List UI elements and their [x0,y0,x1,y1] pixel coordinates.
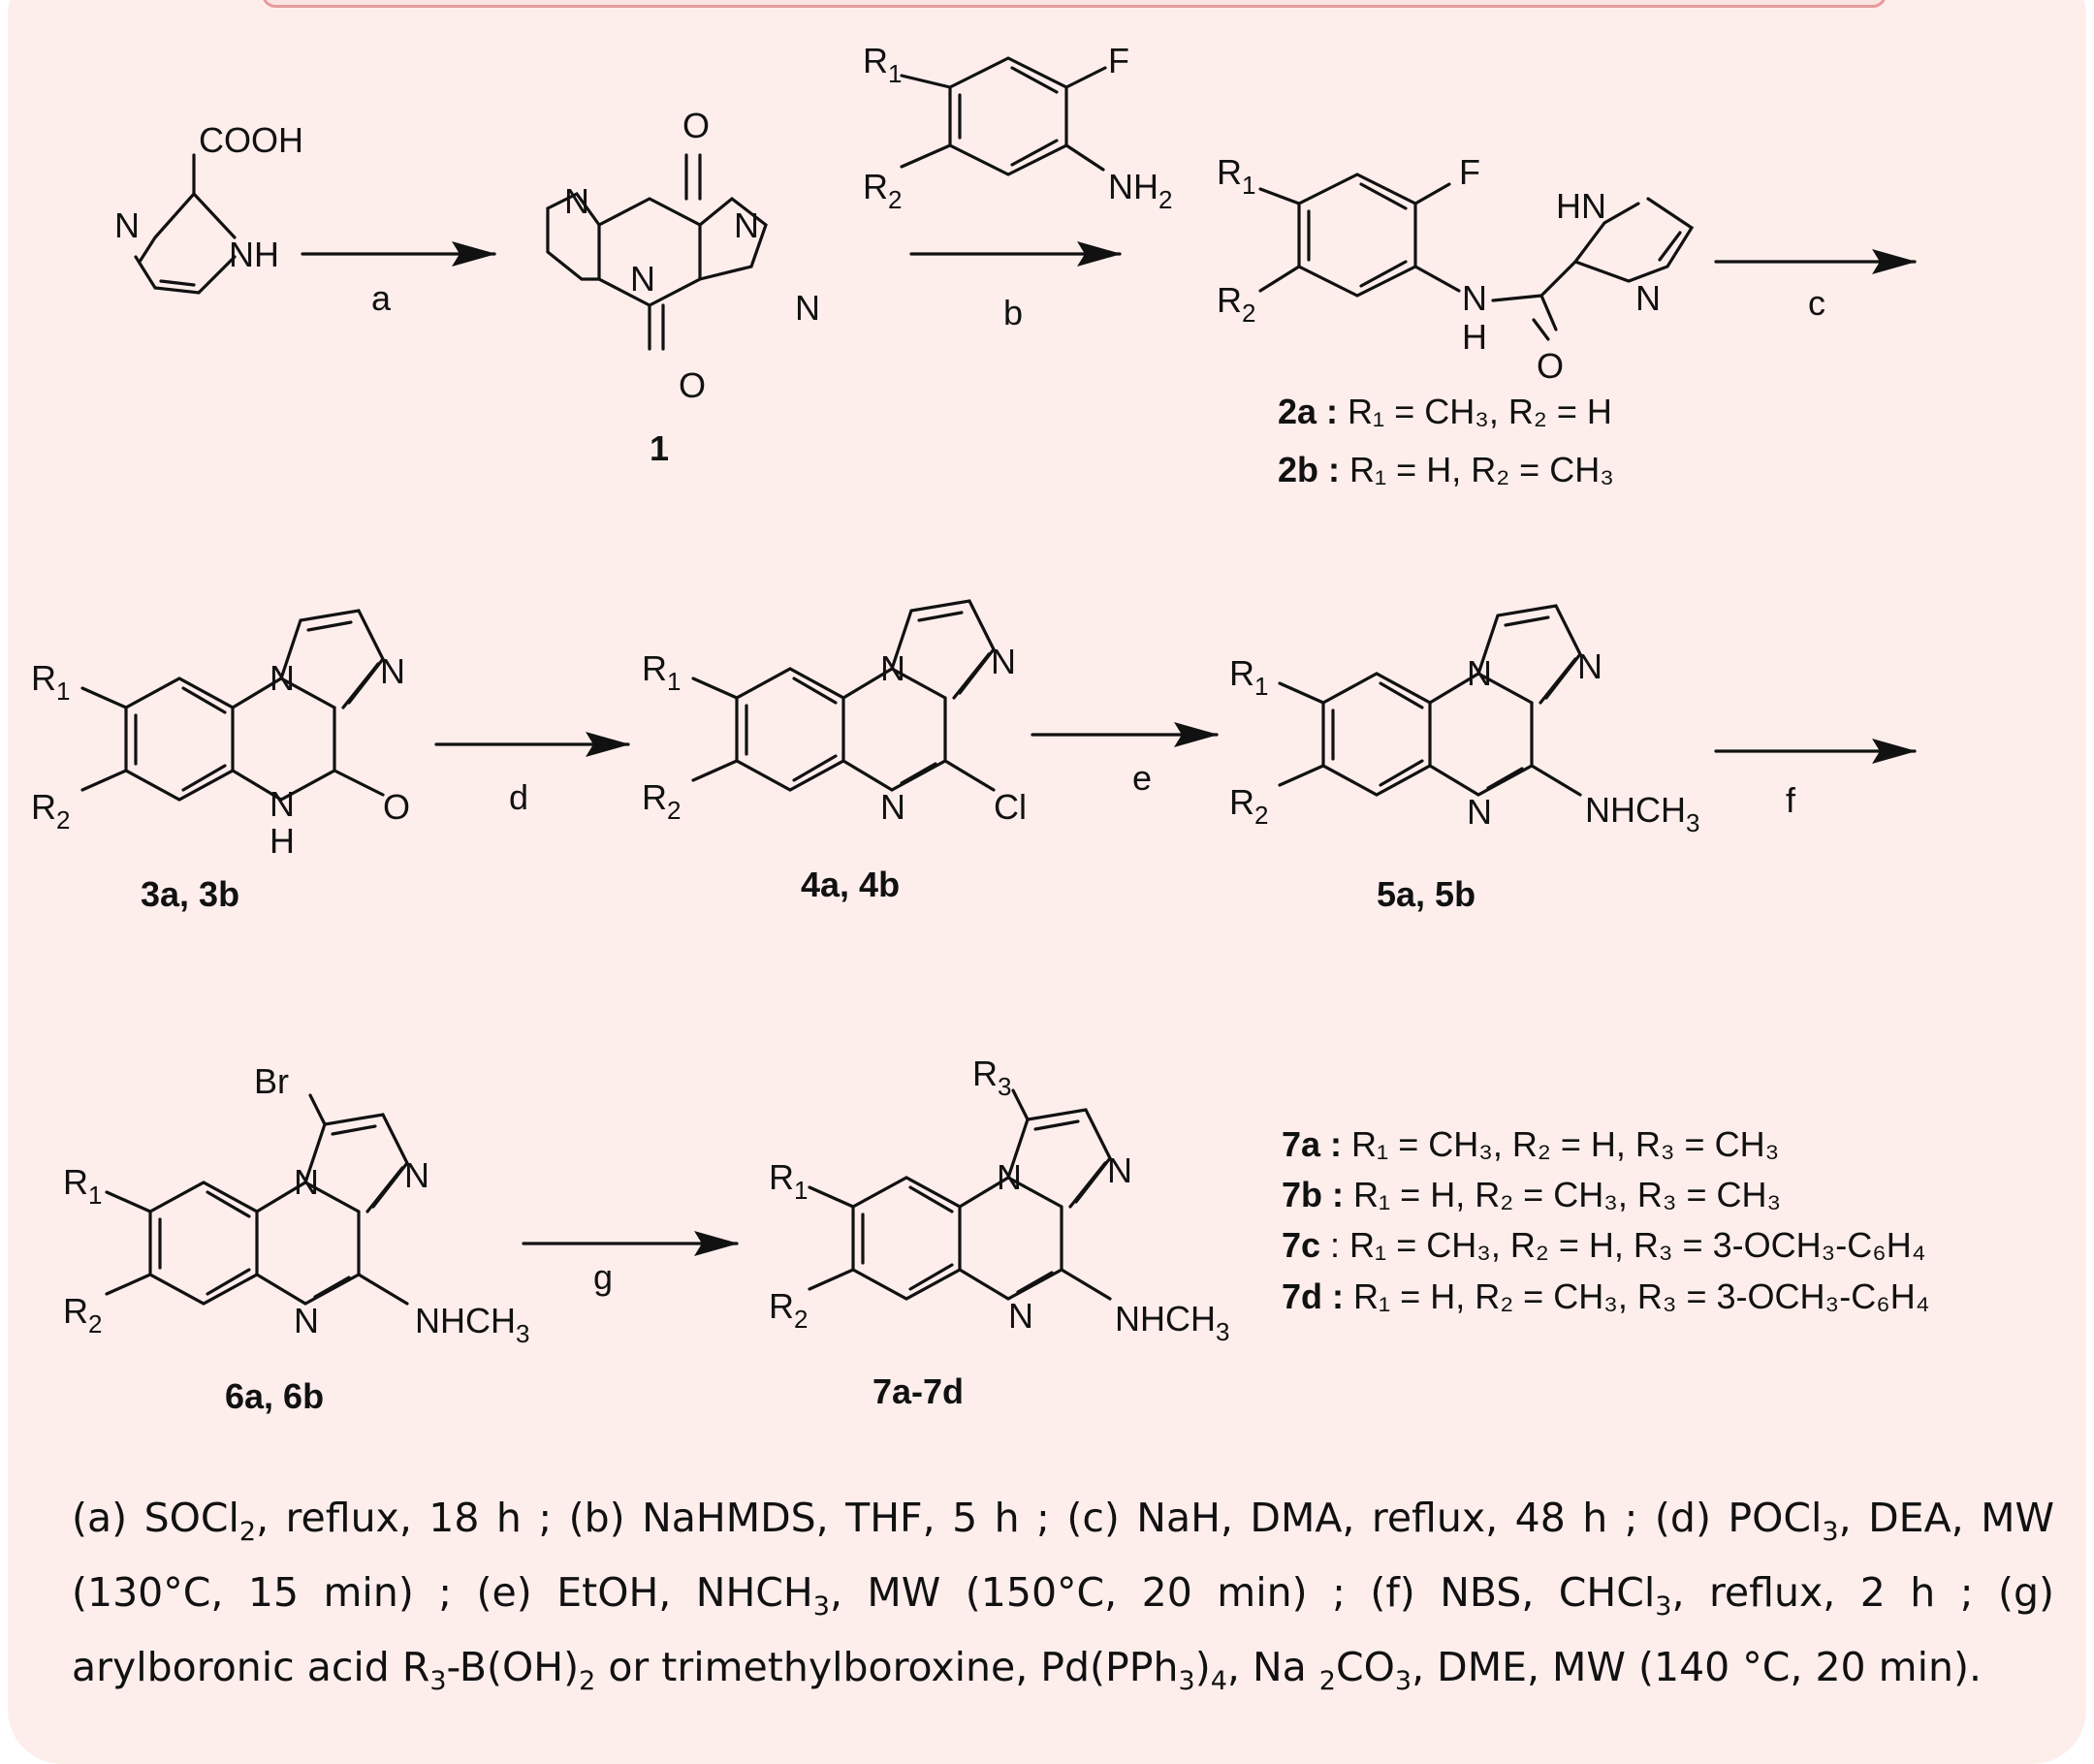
c6-r2: R2 [63,1291,102,1339]
arrow-f-letter: f [1786,780,1796,820]
c3-n-ring: N [380,651,405,691]
aniline-r2: R2 [863,167,902,214]
c6-r1: R1 [63,1162,102,1210]
scheme-panel [8,0,2086,1764]
c3-r1: R1 [31,658,70,706]
arrow-d-letter: d [509,777,528,817]
amide-hn: HN [1556,186,1606,226]
compound-6: Br R1 R2 N N N NHCH3 6a, 6b [63,1061,529,1416]
c4-n-bottom: N [880,787,905,827]
aniline-nh2: NH2 [1108,167,1172,214]
compound-1-number: 1 [650,428,669,468]
c7-n-top: N [997,1157,1022,1197]
n1-label: N [564,181,589,221]
start-material: COOH N NH [114,120,303,295]
c3-n-bottom: N [270,784,295,824]
amide-2: R1 R2 F HN N N H O 2a : R₁ = CH₃, R₂ = H… [1217,152,1695,489]
amide-nh-h: H [1462,317,1487,357]
variant-7c: 7c : R₁ = CH₃, R₂ = H, R₃ = 3-OCH₃-C₆H₄ [1282,1225,1925,1265]
compound-5-number: 5a, 5b [1377,874,1475,914]
variant-7a: 7a : R₁ = CH₃, R₂ = H, R₃ = CH₃ [1282,1124,1779,1164]
o-top-label: O [682,106,710,145]
arrow-e-letter: e [1132,758,1152,798]
variant-2a: 2a : R₁ = CH₃, R₂ = H [1278,392,1612,431]
compound-3-number: 3a, 3b [141,874,239,914]
aniline-reagent: R1 R2 F NH2 [863,41,1172,214]
c5-nhch3: NHCH3 [1585,790,1699,837]
c6-n-top: N [294,1162,319,1202]
o-bottom-label: O [679,365,706,405]
amide-ring-n: N [1635,278,1661,318]
compound-1: O O N N N N 1 [546,106,820,468]
reaction-scheme: COOH N NH a O O N N N N 1 b R1 R2 [31,41,1929,1416]
c6-nhch3: NHCH3 [415,1301,529,1348]
c4-n-ring: N [991,642,1016,681]
c7-n-bottom: N [1008,1296,1033,1336]
aniline-f: F [1108,41,1129,80]
arrow-b-letter: b [1003,293,1023,332]
amide-r2: R2 [1217,280,1255,328]
compound-7: R3 R1 R2 N N N NHCH3 7a-7d [769,1054,1229,1411]
arrow-c-letter: c [1808,283,1825,323]
reaction-conditions: (a) SOCl2, reflux, 18 h ; (b) NaHMDS, TH… [72,1495,2055,1697]
c7-n-ring: N [1107,1150,1132,1190]
variant-2b: 2b : R₁ = H, R₂ = CH₃ [1278,450,1614,489]
compound-4: R1 R2 N N N Cl 4a, 4b [642,599,1027,904]
compound-7-number: 7a-7d [872,1371,964,1411]
c5-n-top: N [1467,653,1492,693]
c3-o: O [383,787,410,827]
c5-n-ring: N [1577,646,1602,686]
compound-5: R1 R2 N N N NHCH3 5a, 5b [1229,604,1699,914]
c4-n-top: N [880,648,905,688]
compound-3: R1 R2 N N N H O 3a, 3b [31,609,410,914]
amide-nh-n: N [1462,278,1487,318]
c6-n-bottom: N [294,1301,319,1340]
c3-n-top: N [270,658,295,698]
n4-label: N [795,288,820,328]
variant-7d: 7d : R₁ = H, R₂ = CH₃, R₃ = 3-OCH₃-C₆H₄ [1282,1276,1929,1316]
amide-r1: R1 [1217,152,1255,200]
amide-o: O [1537,346,1564,386]
c4-r2: R2 [642,777,681,825]
nh-label: NH [229,235,279,274]
variant-7b: 7b : R₁ = H, R₂ = CH₃, R₃ = CH₃ [1282,1175,1781,1214]
c6-n-ring: N [404,1155,429,1195]
c5-r2: R2 [1229,782,1268,830]
variants-7: 7a : R₁ = CH₃, R₂ = H, R₃ = CH₃ 7b : R₁ … [1282,1124,1929,1316]
arrow-a-letter: a [371,278,392,318]
c7-nhch3: NHCH3 [1115,1299,1229,1346]
c3-r2: R2 [31,787,70,835]
compound-4-number: 4a, 4b [801,865,900,904]
c3-h: H [270,821,295,861]
c4-cl: Cl [994,787,1027,827]
aniline-r1: R1 [863,41,902,88]
n2-label: N [630,259,655,299]
c7-r3: R3 [972,1054,1011,1101]
c7-r2: R2 [769,1286,808,1334]
c7-r1: R1 [769,1157,808,1205]
c6-br: Br [254,1061,289,1101]
c4-r1: R1 [642,648,681,696]
amide-f: F [1459,152,1480,192]
n3-label: N [734,205,759,245]
arrow-g-letter: g [593,1257,613,1297]
c5-n-bottom: N [1467,792,1492,832]
c5-r1: R1 [1229,653,1268,701]
n-label: N [114,205,140,245]
compound-6-number: 6a, 6b [225,1376,324,1416]
cooh-label: COOH [199,120,303,160]
